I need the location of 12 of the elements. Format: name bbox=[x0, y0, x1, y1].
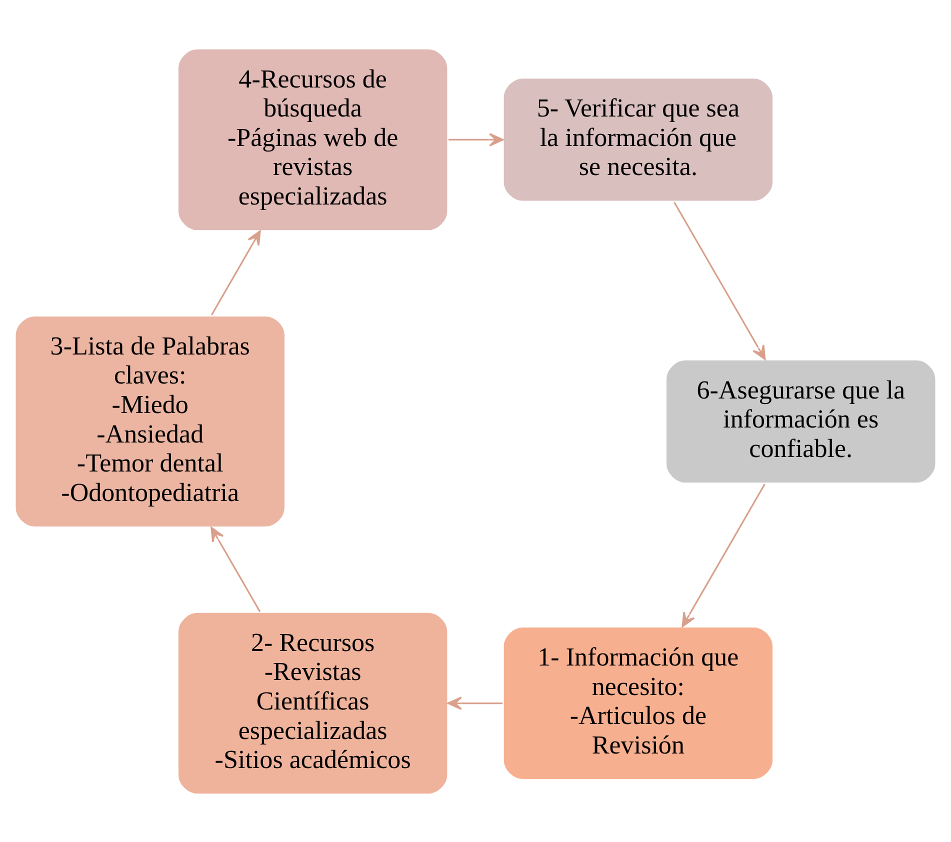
node-box: 4-Recursos de búsqueda -Páginas web de revistas especializadas bbox=[176, 47, 449, 232]
arrow bbox=[210, 526, 261, 612]
arrow bbox=[674, 201, 766, 360]
node-box: 3-Lista de Palabras claves: -Miedo -Ansiedad -Temor dental -Odontopediatria bbox=[14, 314, 286, 528]
arrow bbox=[447, 696, 503, 710]
node-box: 5- Verificar que sea la información que se necesita. bbox=[502, 76, 774, 202]
arrow bbox=[682, 483, 766, 627]
node-box: 1- Información que necesito: -Articulos de Revisión bbox=[502, 625, 774, 780]
node-box: 6-Asegurarse que la información es confiable. bbox=[664, 358, 937, 484]
arrow bbox=[210, 230, 261, 315]
node-box: 2- Recursos -Revistas Científicas especializadas -Sitios académicos bbox=[176, 610, 449, 795]
arrow bbox=[448, 132, 504, 146]
